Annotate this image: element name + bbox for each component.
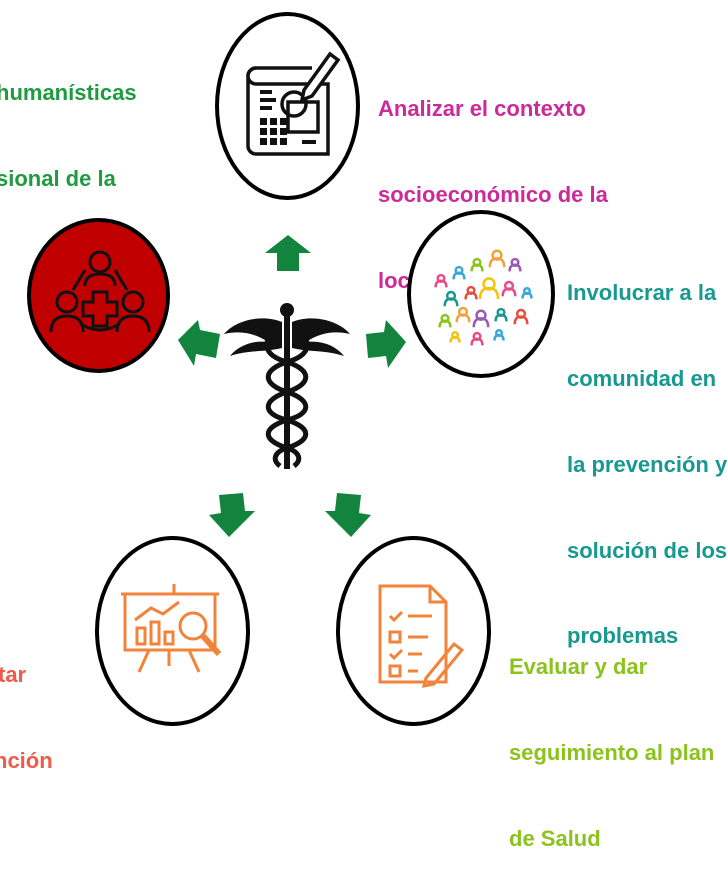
person-body xyxy=(434,279,448,288)
person-body xyxy=(478,286,500,300)
label-involve-community: Involucrar a la comunidad en la prevenci… xyxy=(567,280,727,649)
label-evaluate-plan: Evaluar y dar seguimiento al plan de Sal… xyxy=(509,654,715,851)
community-people-icon xyxy=(434,249,533,346)
person-body xyxy=(501,287,517,297)
label-top-left: humanísticas sional de la xyxy=(0,80,137,191)
checklist-edit-icon xyxy=(378,584,465,688)
person-head xyxy=(482,277,496,291)
caduceus-icon xyxy=(224,303,350,469)
person-body xyxy=(521,291,533,299)
person-body xyxy=(508,263,522,272)
person-body xyxy=(438,319,452,328)
person-body xyxy=(470,263,484,272)
label-bottom-left: tar nción xyxy=(0,662,53,773)
person-body xyxy=(449,335,461,343)
circle-medical-team xyxy=(27,218,170,373)
person-body xyxy=(513,315,529,325)
circle-community xyxy=(407,210,555,378)
circle-checklist xyxy=(336,536,491,726)
presentation-chart-icon xyxy=(121,584,222,673)
arrow-down-right xyxy=(325,493,371,537)
person-body xyxy=(452,271,466,280)
arrow-down-left xyxy=(209,493,255,537)
person-body xyxy=(494,313,508,322)
person-body xyxy=(472,317,490,328)
person-body xyxy=(443,297,459,307)
blueprint-pencil-icon xyxy=(246,51,341,156)
arrow-left xyxy=(178,320,220,366)
person-body xyxy=(493,333,505,341)
arrow-right xyxy=(366,320,406,368)
medical-team-icon xyxy=(49,250,151,333)
circle-presentation xyxy=(95,536,250,726)
person-body xyxy=(488,257,506,268)
person-body xyxy=(470,337,484,346)
circle-analyze xyxy=(215,12,360,200)
arrow-up xyxy=(265,235,311,271)
person-body xyxy=(464,291,478,300)
person-body xyxy=(455,313,471,323)
